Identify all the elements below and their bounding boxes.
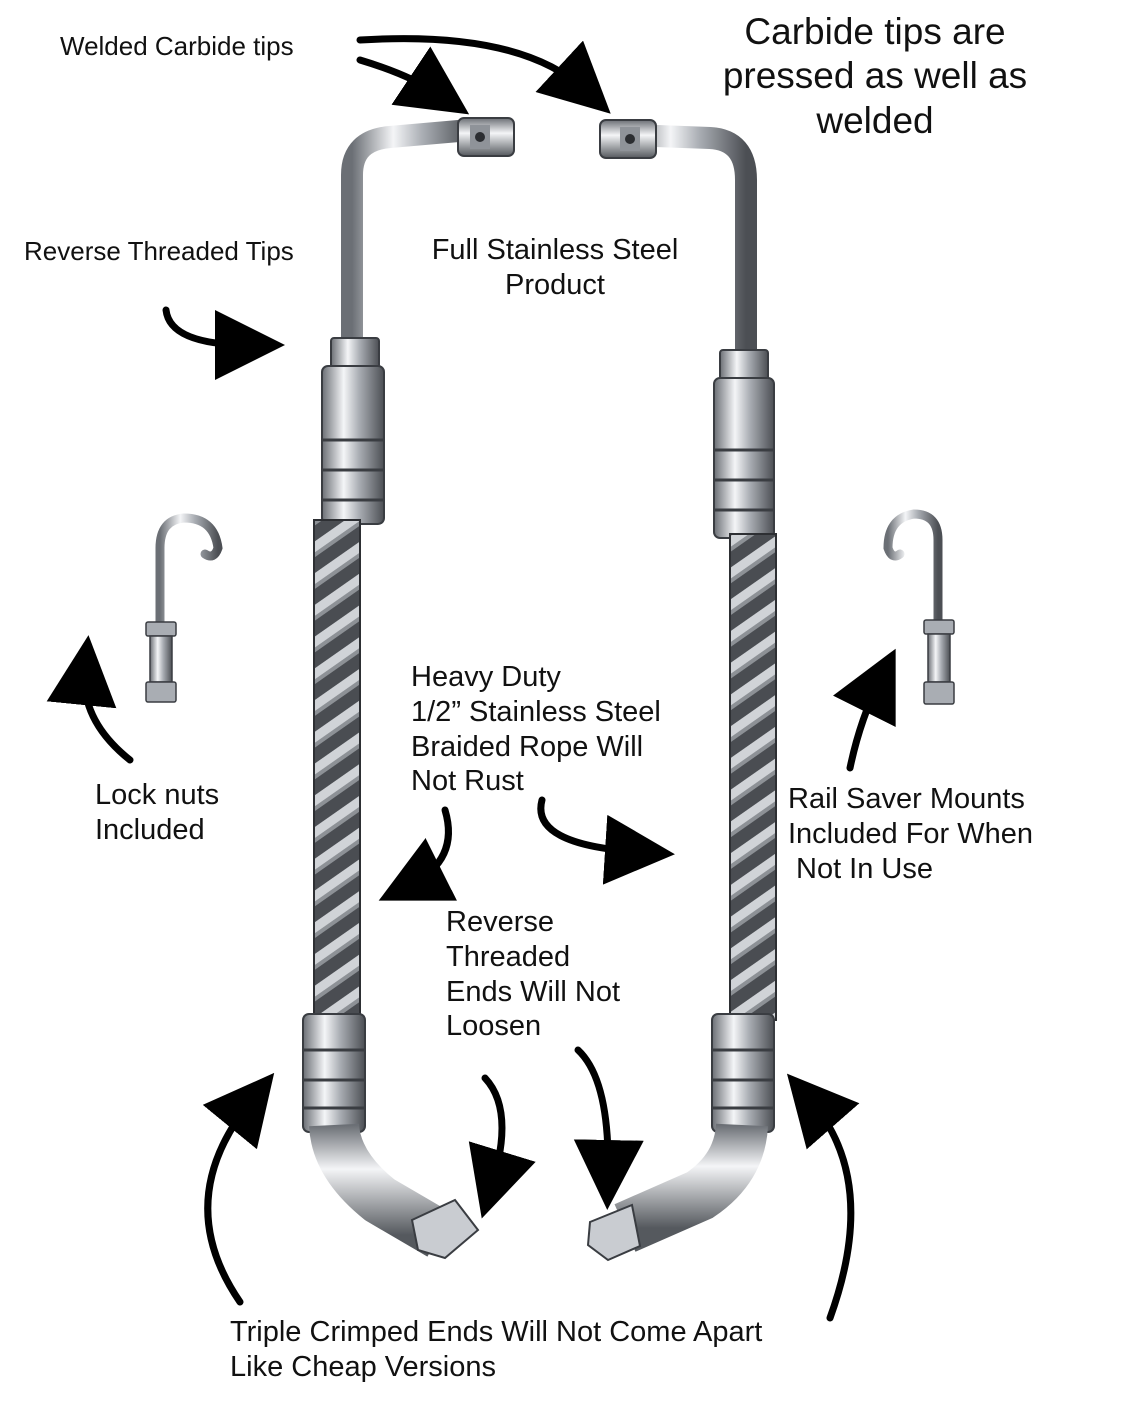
label-rail-saver-line-2: Included For When [788, 817, 1034, 850]
label-reverse-ends-line-2: Threaded [446, 940, 571, 973]
label-reverse-ends-line-1: Reverse [446, 906, 554, 938]
label-full-stainless-line-2: Product [505, 268, 605, 301]
left-top-rod [341, 119, 481, 351]
label-reverse-ends-line-4: Loosen [446, 1010, 542, 1043]
label-carbide-pressed-line-3: welded [816, 99, 934, 141]
left-end-nut [410, 1198, 480, 1260]
label-heavy-duty-line-1: Heavy Duty [411, 661, 561, 693]
arrow-heavy-duty-right [537, 796, 675, 885]
right-top-sleeve [713, 377, 775, 539]
left-carbide-tip [457, 117, 515, 157]
label-reverse-threaded-ends: Reverse Threaded Ends Will Not Loosen [446, 905, 620, 1044]
arrow-welded-tips-left [356, 46, 470, 115]
right-end-nut [586, 1203, 642, 1262]
label-carbide-pressed-line-1: Carbide tips are [744, 11, 1006, 52]
left-rail-saver-hook [145, 513, 223, 703]
arrow-reverse-tips [162, 306, 285, 380]
label-rail-saver-line-3: Not In Use [796, 852, 933, 885]
label-full-stainless: Full Stainless Steel Product [410, 233, 700, 303]
arrow-rail-saver [833, 648, 896, 772]
label-triple-crimped: Triple Crimped Ends Will Not Come Apart … [230, 1315, 762, 1385]
right-hex-nut-top [719, 349, 769, 381]
left-top-sleeve [321, 365, 385, 525]
label-rail-saver-mounts: Rail Saver Mounts Included For When Not … [788, 782, 1033, 886]
left-angled-end [309, 1122, 453, 1257]
arrow-welded-tips-right [356, 35, 611, 114]
label-heavy-duty-rope: Heavy Duty 1/2” Stainless Steel Braided … [411, 660, 661, 799]
label-welded-carbide-tips-text: Welded Carbide tips [60, 31, 294, 61]
label-heavy-duty-line-2: 1/2” Stainless Steel [411, 695, 661, 728]
arrow-reverse-ends-left [468, 1074, 536, 1219]
label-carbide-pressed: Carbide tips are pressed as well as weld… [690, 10, 1060, 143]
label-triple-crimped-line-2: Like Cheap Versions [230, 1350, 496, 1383]
label-lock-nuts-line-1: Lock nuts [95, 779, 220, 811]
label-lock-nuts-line-2: Included [95, 813, 205, 846]
right-carbide-tip [599, 119, 657, 159]
label-heavy-duty-line-3: Braided Rope Will [411, 730, 644, 763]
right-rail-saver-hook [883, 509, 955, 705]
right-top-rod [619, 124, 757, 361]
arrow-lock-nuts [46, 635, 134, 764]
left-braided-rope [313, 519, 361, 1021]
left-tow-bar [302, 117, 515, 1260]
right-tow-bar [586, 119, 777, 1262]
label-rail-saver-line-1: Rail Saver Mounts [788, 783, 1025, 815]
label-carbide-pressed-line-2: pressed as well as [722, 55, 1028, 97]
arrow-triple-crimped-left [202, 1072, 275, 1306]
label-lock-nuts: Lock nuts Included [95, 778, 219, 848]
arrow-heavy-duty-down [378, 806, 457, 901]
arrow-reverse-ends-right [573, 1046, 644, 1210]
arrow-triple-crimped-right [786, 1073, 860, 1322]
label-welded-carbide-tips: Welded Carbide tips [60, 31, 294, 62]
label-reverse-ends-line-3: Ends Will Not [446, 975, 621, 1008]
right-angled-end [614, 1122, 768, 1252]
right-braided-rope [729, 533, 777, 1021]
left-bottom-sleeve [302, 1013, 366, 1133]
right-bottom-sleeve [711, 1013, 775, 1133]
label-triple-crimped-line-1: Triple Crimped Ends Will Not Come Apart [230, 1316, 763, 1348]
annotation-arrows [46, 35, 896, 1322]
label-full-stainless-line-1: Full Stainless Steel [431, 234, 679, 266]
label-heavy-duty-line-4: Not Rust [411, 765, 524, 798]
left-hex-nut-top [330, 337, 380, 369]
label-reverse-threaded-tips-text: Reverse Threaded Tips [24, 236, 294, 266]
label-reverse-threaded-tips: Reverse Threaded Tips [24, 236, 294, 267]
